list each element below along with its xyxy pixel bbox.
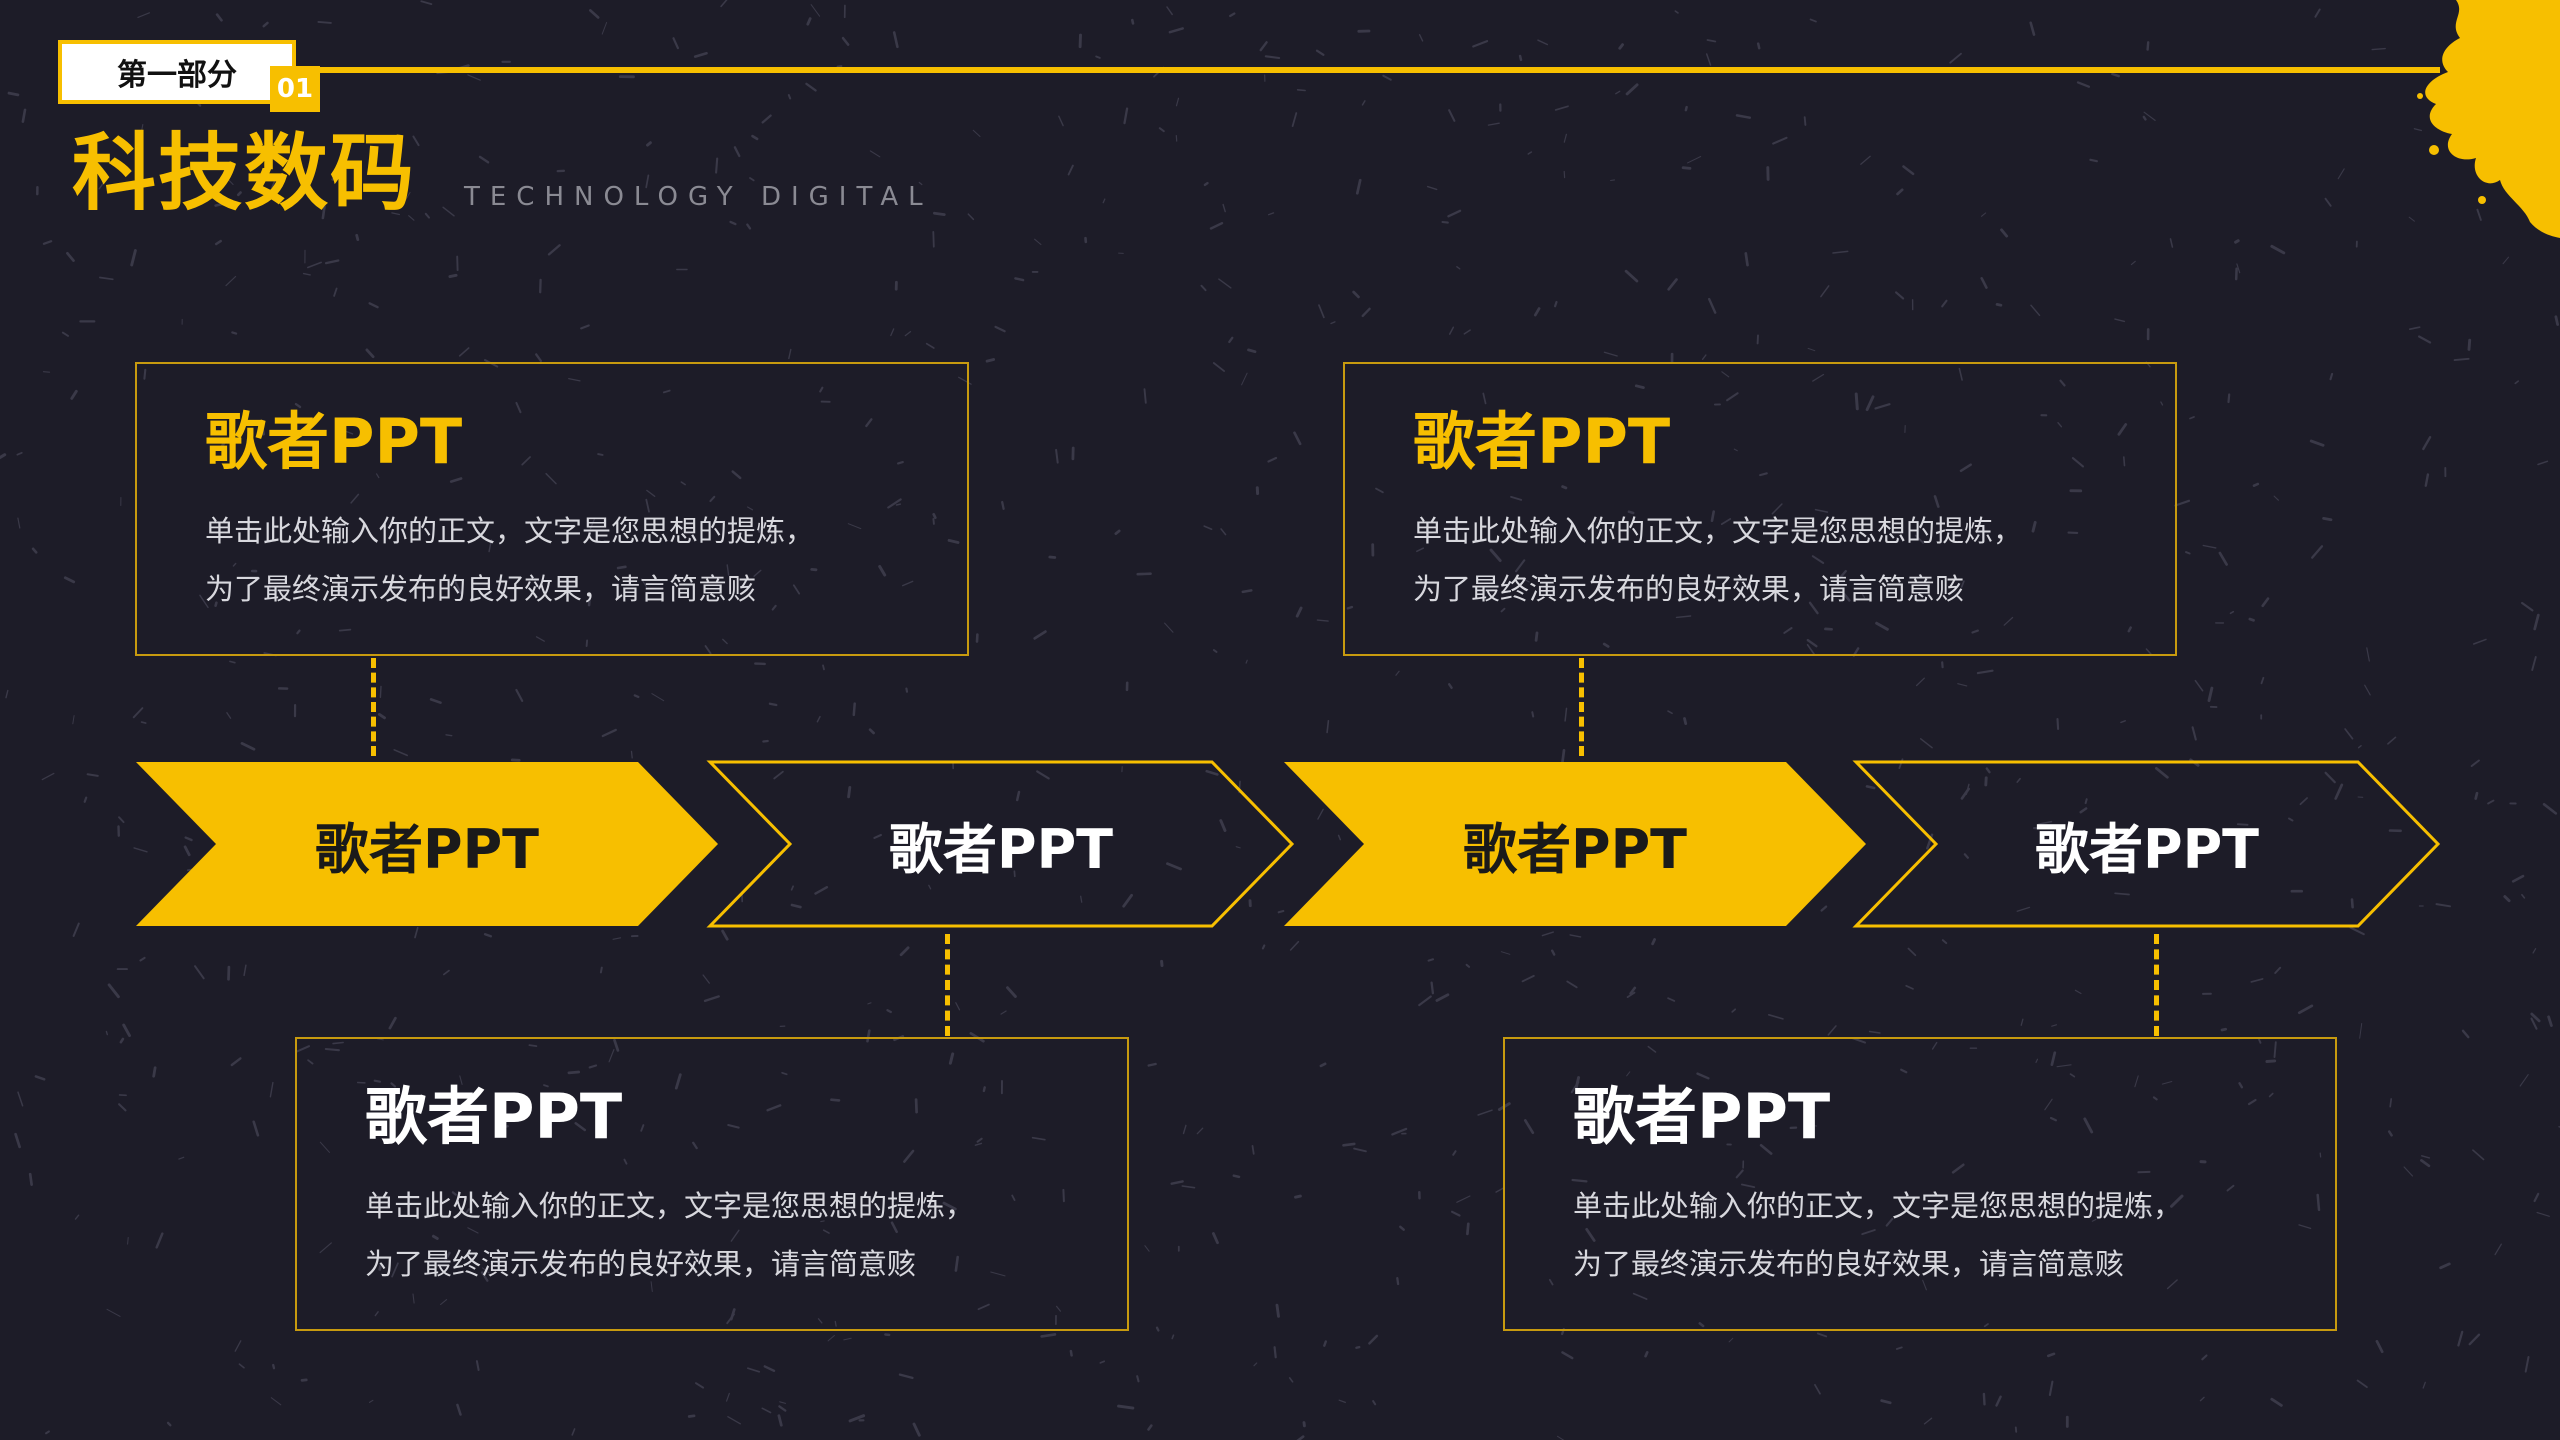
card-body-line: 为了最终演示发布的良好效果，请言简意赅: [1413, 572, 1965, 606]
connector-2: [945, 934, 950, 1036]
info-card-2[interactable]: 歌者PPT 单击此处输入你的正文，文字是您思想的提炼， 为了最终演示发布的良好效…: [295, 1037, 1129, 1331]
card-body: 单击此处输入你的正文，文字是您思想的提炼， 为了最终演示发布的良好效果，请言简意…: [1573, 1177, 2182, 1293]
connector-4: [2154, 934, 2159, 1036]
step-label: 歌者PPT: [1463, 817, 1687, 881]
card-body-line: 单击此处输入你的正文，文字是您思想的提炼，: [1413, 514, 2023, 548]
chevron-filled-shape: [1284, 762, 1866, 926]
info-card-3[interactable]: 歌者PPT 单击此处输入你的正文，文字是您思想的提炼， 为了最终演示发布的良好效…: [1343, 362, 2177, 656]
info-card-4[interactable]: 歌者PPT 单击此处输入你的正文，文字是您思想的提炼， 为了最终演示发布的良好效…: [1503, 1037, 2337, 1331]
page-subtitle: TECHNOLOGY DIGITAL: [464, 182, 933, 212]
card-title: 歌者PPT: [205, 405, 463, 478]
section-label: 第一部分: [58, 40, 296, 104]
card-body-line: 为了最终演示发布的良好效果，请言简意赅: [365, 1247, 917, 1281]
page-title: 科技数码: [72, 124, 417, 222]
header-rule: [300, 67, 2440, 73]
process-step-2[interactable]: 歌者PPT: [706, 756, 1296, 932]
step-label: 歌者PPT: [2035, 817, 2259, 881]
process-step-4[interactable]: 歌者PPT: [1852, 756, 2442, 932]
paint-splash-decoration: [2417, 0, 2560, 238]
card-title: 歌者PPT: [1413, 405, 1671, 478]
process-step-3[interactable]: 歌者PPT: [1280, 756, 1870, 932]
chevron-outline-shape: [706, 760, 1295, 928]
card-body-line: 单击此处输入你的正文，文字是您思想的提炼，: [205, 514, 815, 548]
section-number: 01: [270, 66, 320, 112]
connector-3: [1579, 658, 1584, 756]
process-step-1[interactable]: 歌者PPT: [132, 756, 722, 932]
card-body-line: 为了最终演示发布的良好效果，请言简意赅: [205, 572, 757, 606]
card-title: 歌者PPT: [1573, 1080, 1831, 1153]
step-label: 歌者PPT: [889, 817, 1113, 881]
card-body-line: 单击此处输入你的正文，文字是您思想的提炼，: [1573, 1189, 2183, 1223]
info-card-1[interactable]: 歌者PPT 单击此处输入你的正文，文字是您思想的提炼， 为了最终演示发布的良好效…: [135, 362, 969, 656]
card-body-line: 单击此处输入你的正文，文字是您思想的提炼，: [365, 1189, 975, 1223]
step-label: 歌者PPT: [315, 817, 539, 881]
chevron-filled-shape: [136, 762, 718, 926]
card-body: 单击此处输入你的正文，文字是您思想的提炼， 为了最终演示发布的良好效果，请言简意…: [365, 1177, 974, 1293]
chevron-outline-shape: [1852, 760, 2441, 928]
card-title: 歌者PPT: [365, 1080, 623, 1153]
card-body-line: 为了最终演示发布的良好效果，请言简意赅: [1573, 1247, 2125, 1281]
connector-1: [371, 658, 376, 756]
card-body: 单击此处输入你的正文，文字是您思想的提炼， 为了最终演示发布的良好效果，请言简意…: [205, 502, 814, 618]
card-body: 单击此处输入你的正文，文字是您思想的提炼， 为了最终演示发布的良好效果，请言简意…: [1413, 502, 2022, 618]
